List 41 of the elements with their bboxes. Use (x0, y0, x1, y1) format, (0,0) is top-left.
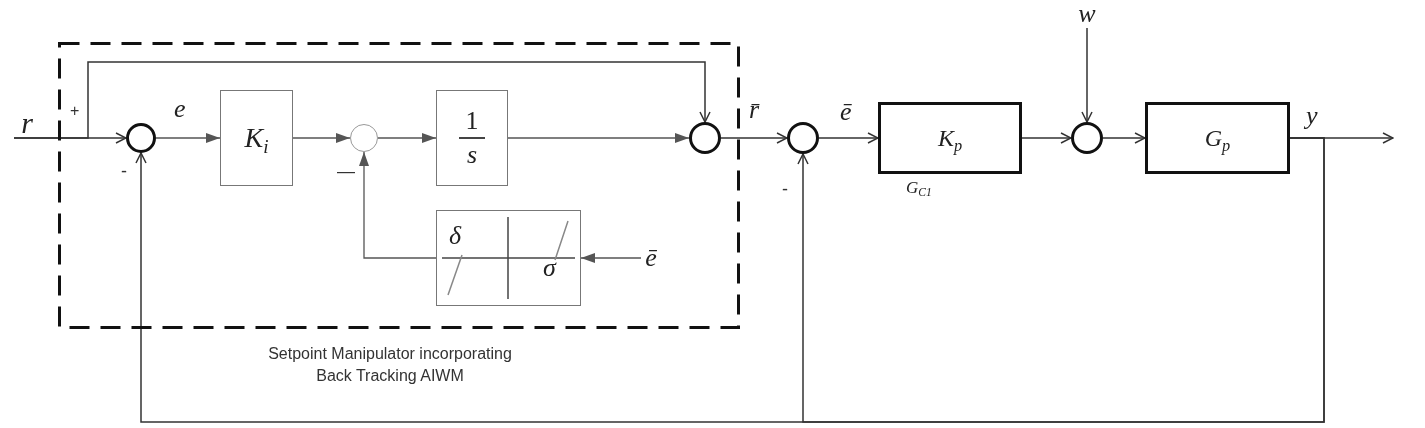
group-caption: Setpoint Manipulator incorporating Back Tracking AIWM (267, 344, 513, 386)
signal-arrow (155, 133, 221, 143)
signal-arrow (507, 133, 690, 143)
signal-arrow (359, 151, 437, 259)
sign-label: + (70, 103, 80, 119)
summing-junction (126, 123, 156, 153)
signal-label: ē (641, 245, 661, 271)
transfer-function-block (220, 90, 293, 186)
edge-label: e (174, 96, 186, 122)
signal-arrow (1081, 27, 1093, 123)
fraction-denominator: s (466, 141, 478, 168)
block-caption: G$_{C1}$ (906, 178, 932, 198)
summing-junction (787, 122, 819, 154)
signal-arrow (135, 137, 1325, 423)
edge-label: y (1306, 103, 1318, 129)
signal-arrow (720, 132, 788, 144)
summing-junction (350, 124, 378, 152)
summing-junction (1071, 122, 1103, 154)
signal-arrow (292, 133, 351, 143)
sign-label: - (121, 162, 127, 180)
edge-label: r̄ (749, 97, 760, 123)
summing-junction (689, 122, 721, 154)
sign-label: — (337, 162, 355, 180)
signal-label: r (14, 108, 40, 138)
signal-arrow (13, 61, 711, 139)
signal-label: w (1075, 0, 1099, 28)
signal-arrow (1021, 132, 1072, 144)
signal-arrow (580, 253, 642, 263)
signal-arrow (377, 133, 437, 143)
transfer-function-block (878, 102, 1022, 174)
edge-label: ē (840, 99, 852, 125)
transfer-function-block (436, 90, 508, 186)
fraction-numerator: 1 (465, 108, 479, 135)
transfer-function-block (1145, 102, 1290, 174)
signal-arrow (1102, 132, 1146, 144)
transfer-function-label: K$_{i}$ (244, 122, 269, 154)
signal-arrow (818, 132, 879, 144)
sign-label: - (782, 180, 788, 198)
saturation-parameter-label: σ (543, 255, 556, 281)
saturation-parameter-label: δ (449, 223, 462, 249)
saturation-block (436, 210, 581, 306)
